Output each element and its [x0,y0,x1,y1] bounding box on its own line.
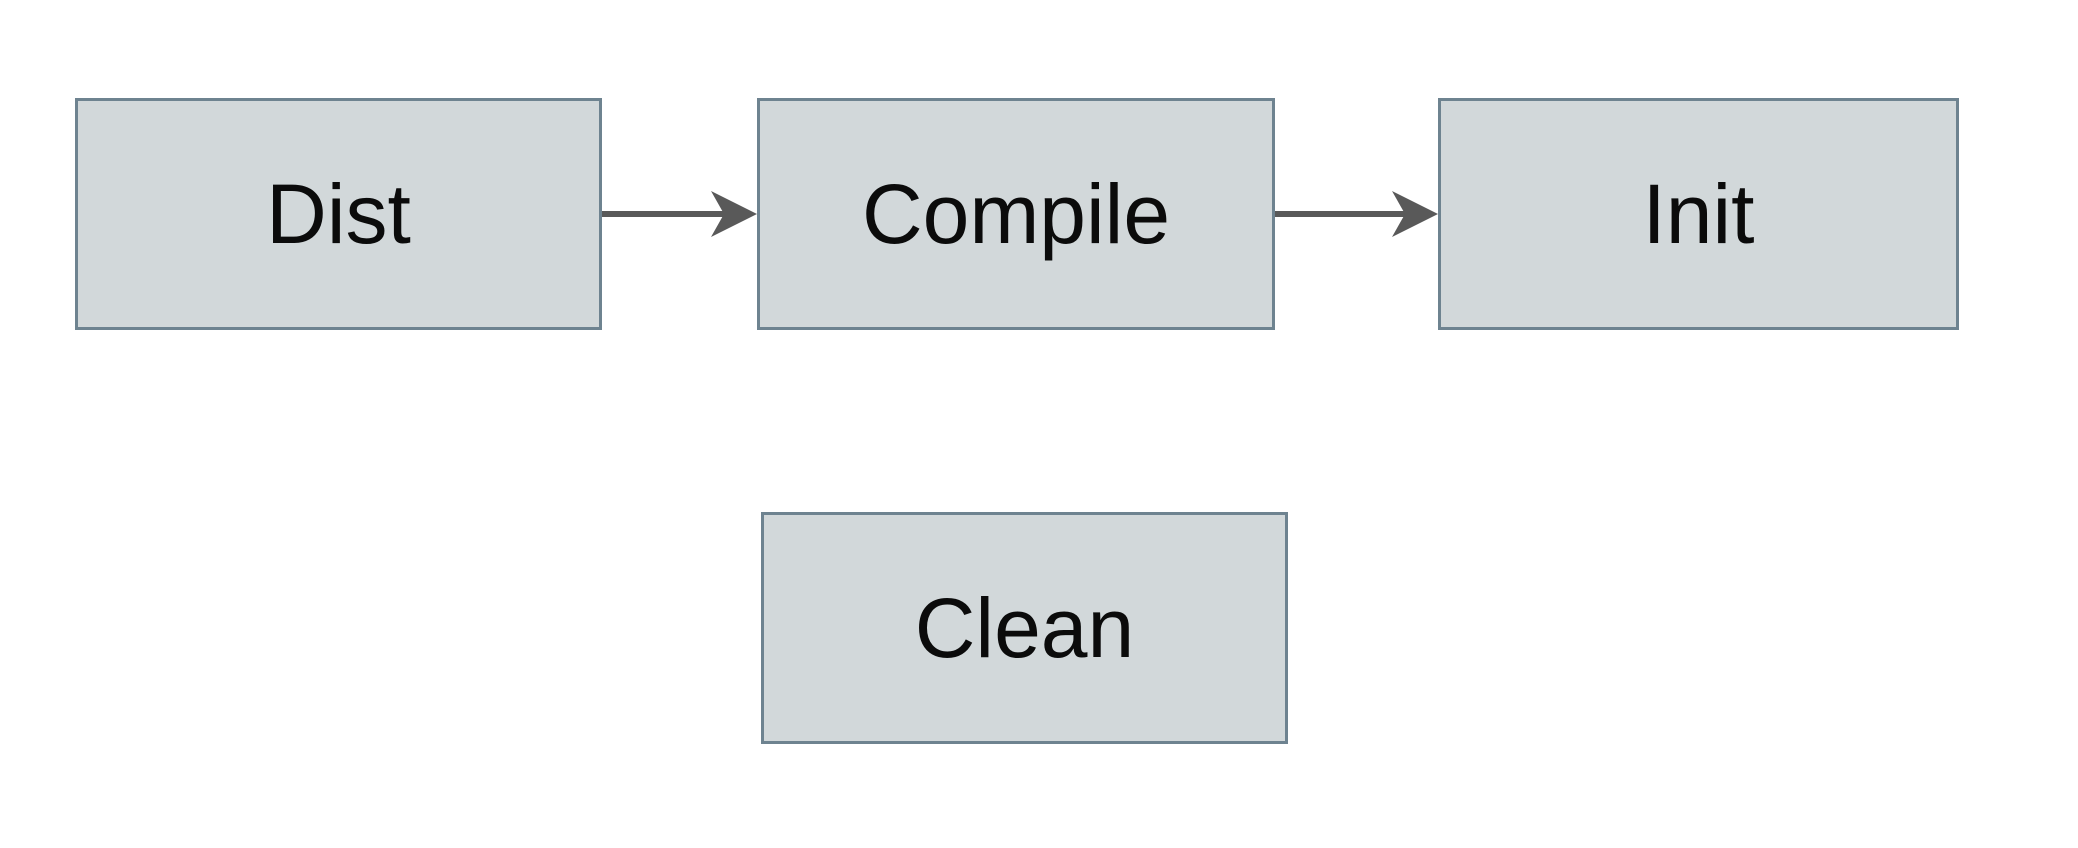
node-dist[interactable]: Dist [75,98,602,330]
node-init-label: Init [1642,167,1755,261]
node-compile-label: Compile [861,167,1171,261]
node-clean-label: Clean [914,581,1135,675]
node-dist-label: Dist [266,167,411,261]
node-compile[interactable]: Compile [757,98,1275,330]
node-clean[interactable]: Clean [761,512,1288,744]
arrow-compile-to-init-icon [1275,191,1438,237]
node-init[interactable]: Init [1438,98,1959,330]
arrow-dist-to-compile-icon [602,191,757,237]
